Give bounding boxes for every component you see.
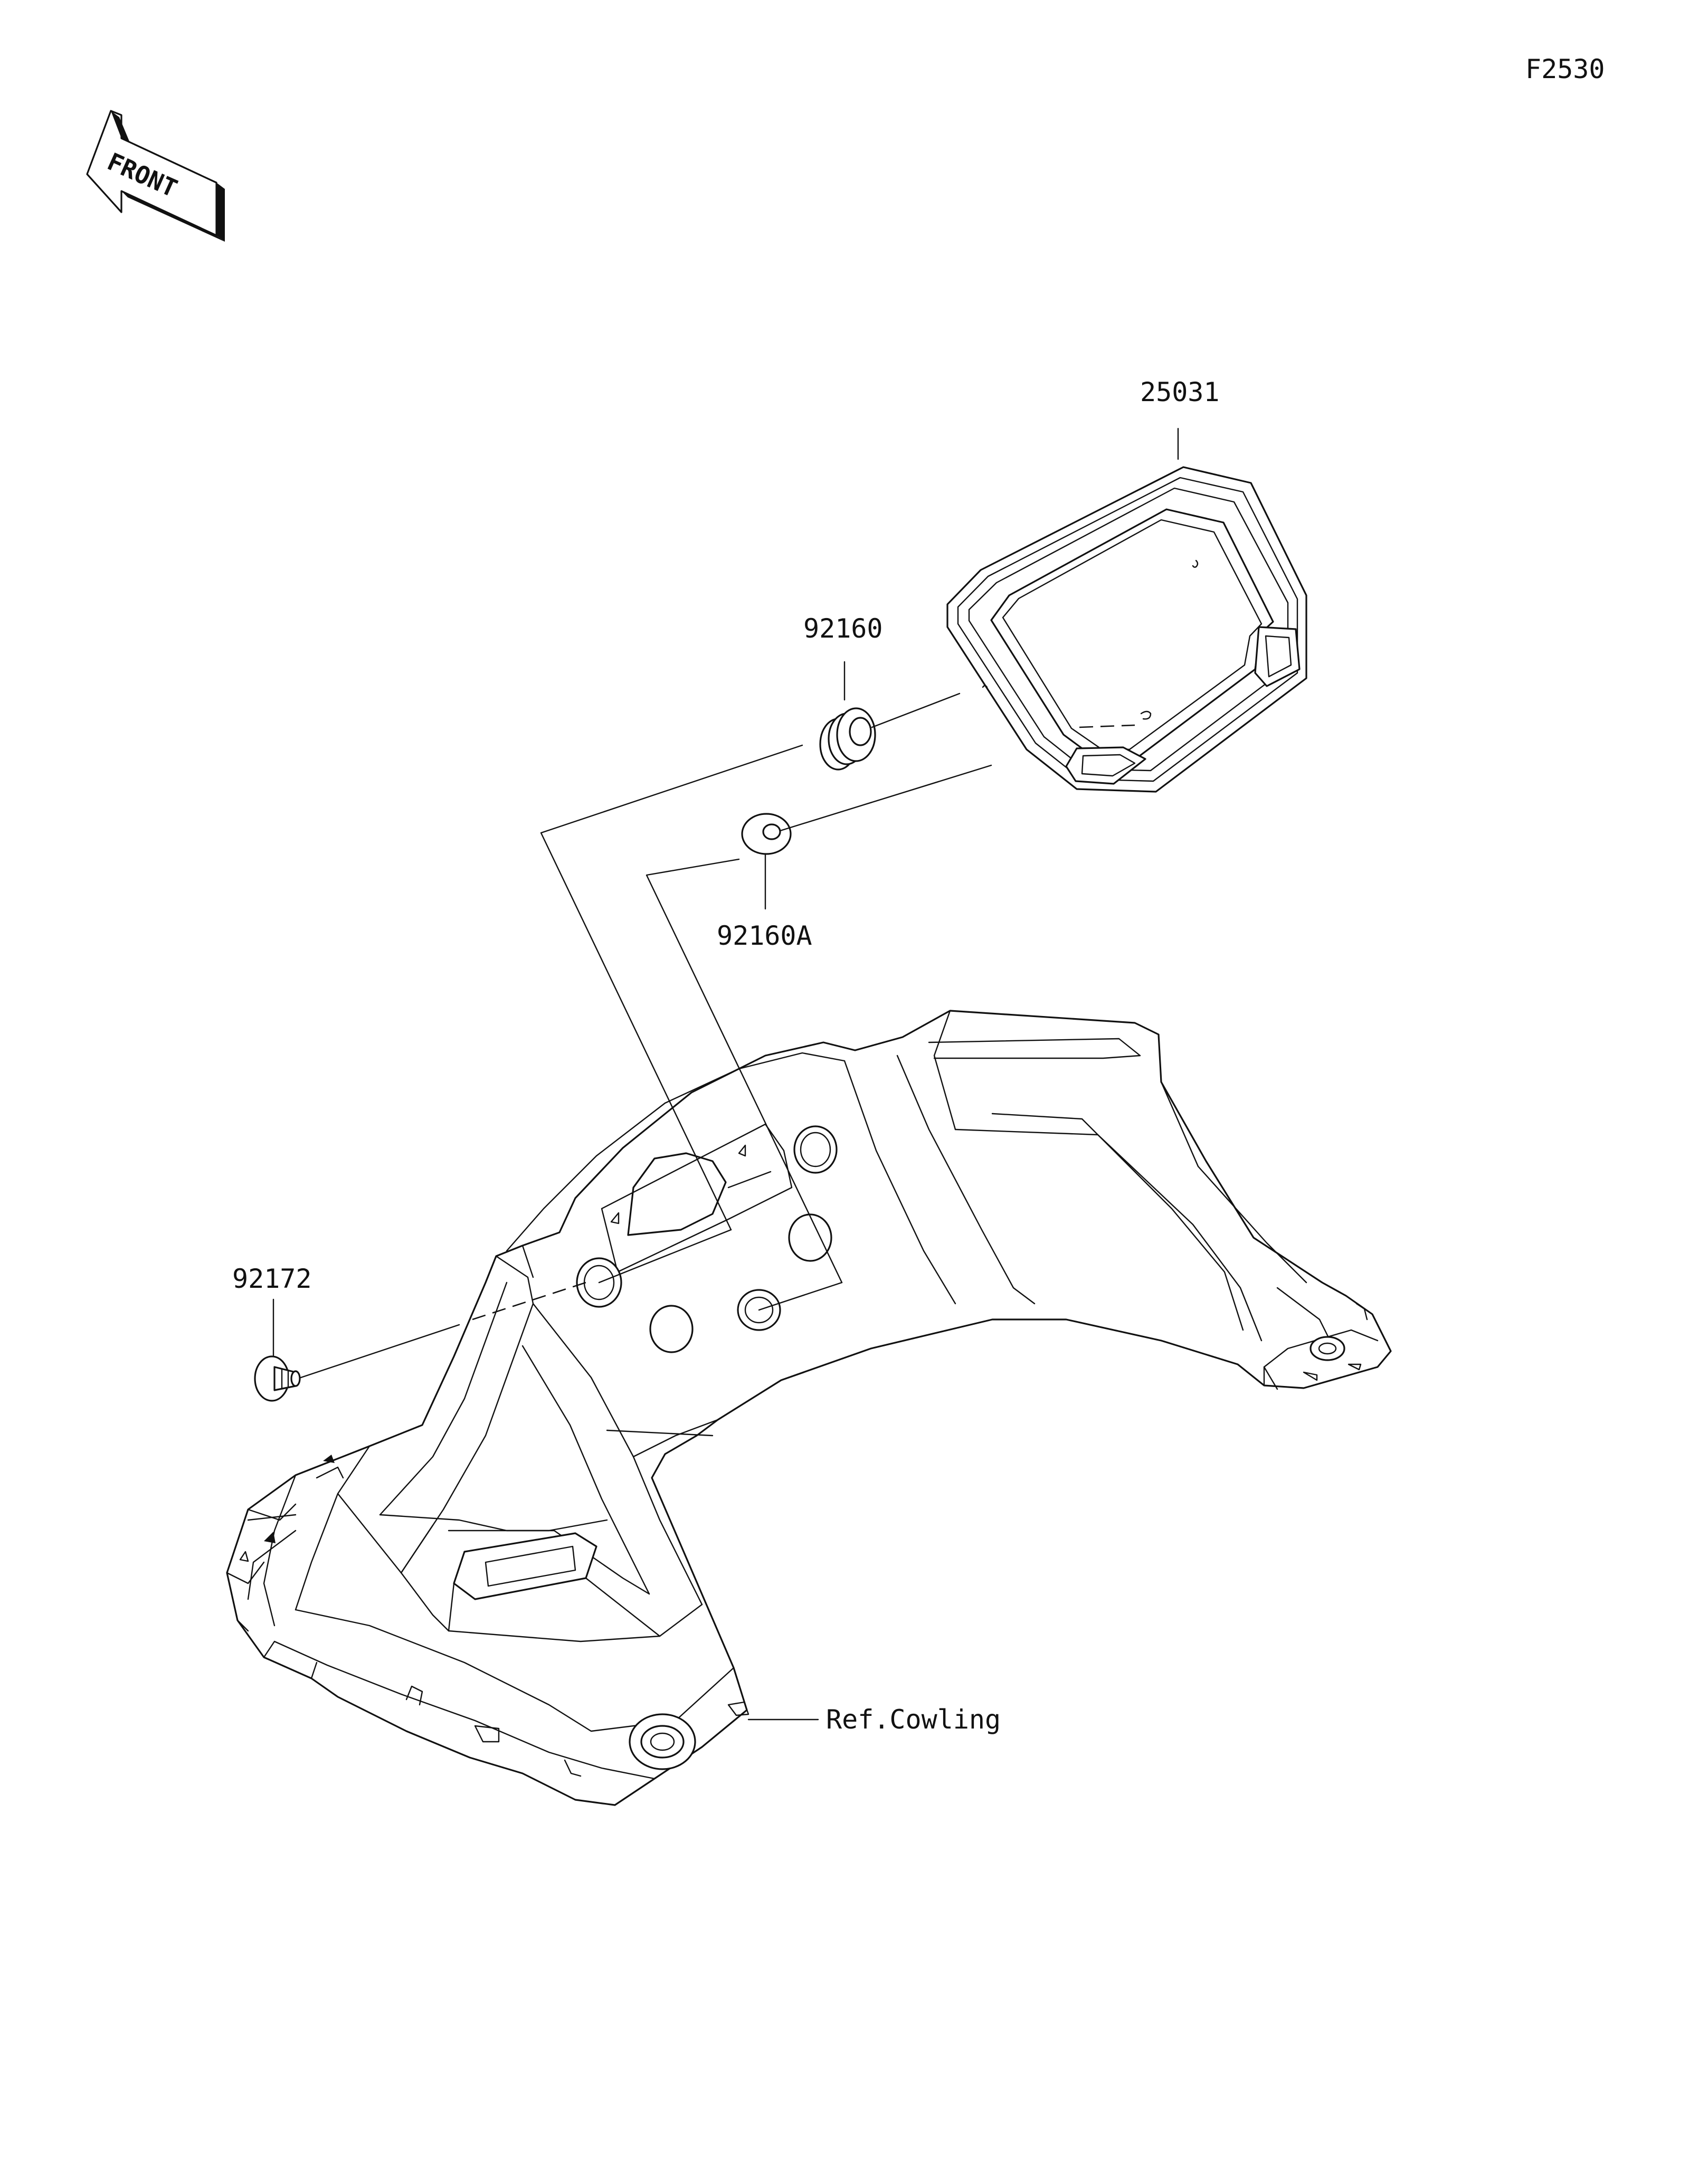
front-arrow-icon: FRONT bbox=[86, 110, 225, 242]
label-ref-cowling: Ref.Cowling bbox=[826, 1704, 1001, 1735]
label-92160A: 92160A bbox=[717, 920, 812, 951]
label-92172: 92172 bbox=[232, 1264, 312, 1294]
figure-id: F2530 bbox=[1525, 54, 1605, 84]
meter-assembly bbox=[946, 466, 1307, 793]
label-92160: 92160 bbox=[803, 613, 883, 644]
cowling-reference-part bbox=[226, 1010, 1392, 1806]
label-25031: 25031 bbox=[1140, 377, 1220, 407]
grommet-92160A bbox=[741, 813, 792, 855]
grommet-92160 bbox=[819, 707, 876, 771]
leader-lines bbox=[272, 428, 1179, 1721]
bolt-92172 bbox=[254, 1355, 301, 1402]
